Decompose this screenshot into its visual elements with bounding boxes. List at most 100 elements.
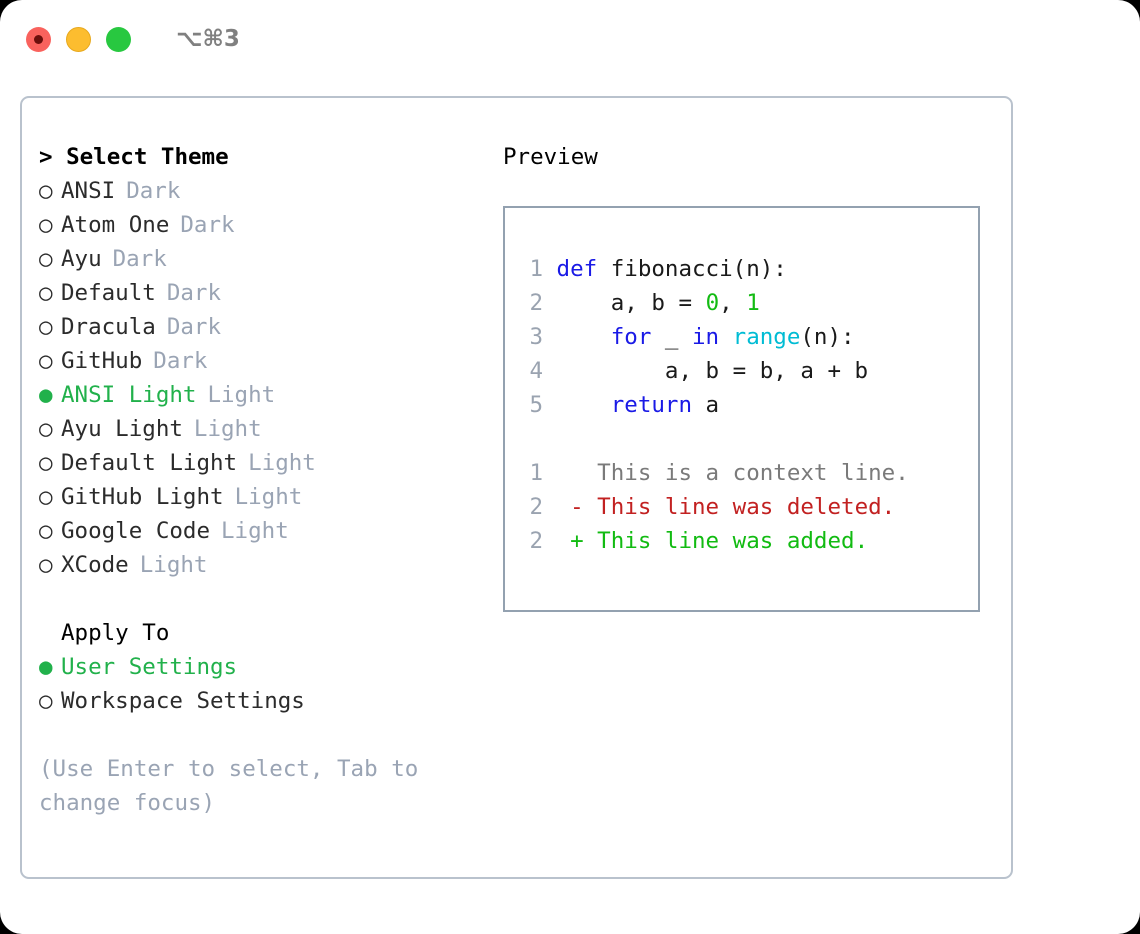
option-category-tag: Light xyxy=(234,484,303,510)
code-token-plain: , xyxy=(719,290,747,316)
code-token-builtin: range xyxy=(732,324,801,350)
diff-marker: + xyxy=(570,528,584,554)
diff-line-del: 2 - This line was deleted. xyxy=(521,490,978,524)
code-spacer xyxy=(521,422,978,456)
maximize-window-button[interactable] xyxy=(106,26,131,52)
minimize-window-button[interactable] xyxy=(66,26,91,52)
option-label: Google Code xyxy=(61,518,211,544)
option-category-tag: Light xyxy=(221,518,289,544)
gutter-space xyxy=(543,392,557,418)
traffic-light-group xyxy=(26,26,131,52)
radio-unselected-icon: ○ xyxy=(39,212,53,238)
gutter-space xyxy=(543,324,557,350)
theme-list-item[interactable]: ○ GitHub Dark xyxy=(39,344,484,378)
apply-to-header: Apply To xyxy=(61,620,170,646)
code-token-plain xyxy=(719,324,733,350)
code-token-kw: def xyxy=(556,256,598,282)
code-token-plain xyxy=(557,324,611,350)
option-category-tag: Dark xyxy=(126,178,181,204)
apply-to-list: ● User Settings ○Workspace Settings xyxy=(39,650,484,718)
select-theme-header: > Select Theme xyxy=(39,144,229,170)
code-token-plain: a, b = xyxy=(556,290,706,316)
theme-list-item[interactable]: ○ XCode Light xyxy=(39,548,484,582)
apply-to-item[interactable]: ○Workspace Settings xyxy=(39,684,484,718)
code-token-kw: for xyxy=(610,324,652,350)
code-token-num: 0 xyxy=(705,290,720,316)
radio-unselected-icon: ○ xyxy=(39,552,53,578)
gutter-space xyxy=(543,460,570,486)
radio-unselected-icon: ○ xyxy=(39,450,53,476)
option-category-tag: Light xyxy=(193,416,262,442)
option-label: Dracula xyxy=(61,314,156,340)
radio-unselected-icon: ○ xyxy=(39,348,53,374)
option-category-tag: Dark xyxy=(112,246,167,272)
radio-selected-icon: ● xyxy=(39,654,53,680)
diff-text: This line was added. xyxy=(583,528,869,554)
diff-line-add: 2 + This line was added. xyxy=(521,524,978,558)
close-window-button[interactable] xyxy=(26,26,51,52)
gutter-space xyxy=(543,528,570,554)
diff-line-ctx: 1 This is a context line. xyxy=(521,456,978,490)
keyboard-shortcut-label: ⌥⌘3 xyxy=(176,26,240,52)
gutter-space xyxy=(543,494,570,520)
gutter-space xyxy=(543,256,557,282)
option-label: User Settings xyxy=(61,654,238,680)
radio-unselected-icon: ○ xyxy=(39,280,53,306)
radio-unselected-icon: ○ xyxy=(39,484,53,510)
option-label: GitHub xyxy=(61,348,143,374)
option-category-tag: Light xyxy=(248,450,316,476)
code-token-plain xyxy=(557,392,611,418)
code-line: 2 a, b = 0, 1 xyxy=(521,286,978,320)
code-token-kw: return xyxy=(610,392,693,418)
option-label: Default xyxy=(61,280,156,306)
apply-to-item[interactable]: ● User Settings xyxy=(39,650,484,684)
radio-unselected-icon: ○ xyxy=(39,314,53,340)
theme-list-item[interactable]: ○ Default Dark xyxy=(39,276,484,310)
line-number: 1 xyxy=(529,460,543,486)
close-icon xyxy=(34,34,43,44)
radio-unselected-icon: ○ xyxy=(39,246,53,272)
code-line: 5 return a xyxy=(521,388,978,422)
theme-list-item[interactable]: ○ Ayu Dark xyxy=(39,242,484,276)
line-number: 3 xyxy=(529,324,543,350)
title-bar: ⌥⌘3 xyxy=(0,0,1140,78)
theme-list-item[interactable]: ○ GitHub Light Light xyxy=(39,480,484,514)
line-number: 2 xyxy=(529,494,543,520)
code-token-plain: (n): xyxy=(800,324,855,350)
line-number: 5 xyxy=(529,392,543,418)
code-line: 4 a, b = b, a + b xyxy=(521,354,978,388)
radio-unselected-icon: ○ xyxy=(39,416,53,442)
diff-text: This line was deleted. xyxy=(583,494,896,520)
option-label: XCode xyxy=(61,552,129,578)
option-category-tag: Dark xyxy=(180,212,235,238)
code-token-num: 1 xyxy=(746,290,760,316)
option-category-tag: Light xyxy=(139,552,208,578)
diff-sample: 1 This is a context line.2 - This line w… xyxy=(521,456,978,558)
code-token-plain: a, b = b, a + b xyxy=(556,358,869,384)
line-number: 2 xyxy=(529,528,543,554)
option-category-tag: Dark xyxy=(166,280,222,306)
option-label: ANSI Light xyxy=(61,382,197,408)
option-label: Ayu xyxy=(61,246,102,272)
option-label: Default Light xyxy=(61,450,238,476)
theme-list-item[interactable]: ○ Default Light Light xyxy=(39,446,484,480)
option-label: GitHub Light xyxy=(61,484,224,510)
code-token-plain: fibonacci(n): xyxy=(597,256,787,282)
preview-column: Preview 1 def fibonacci(n):2 a, b = 0, 1… xyxy=(484,140,1011,820)
option-category-tag: Dark xyxy=(153,348,208,374)
radio-unselected-icon: ○ xyxy=(39,688,53,714)
option-label: ANSI xyxy=(61,178,116,204)
code-line: 1 def fibonacci(n): xyxy=(521,252,978,286)
